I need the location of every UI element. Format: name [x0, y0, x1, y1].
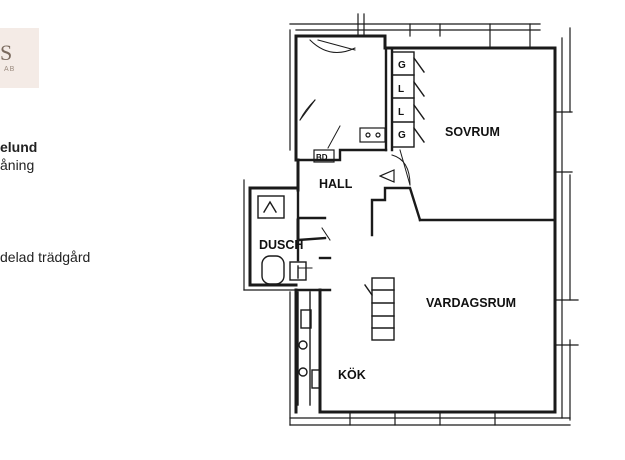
bench-label: BD: [316, 153, 328, 162]
info-floor: åning: [0, 157, 35, 173]
room-label-dusch: DUSCH: [259, 238, 303, 252]
kitchen-counter: [297, 291, 321, 406]
logo-background: [0, 28, 39, 88]
window-marks: [349, 23, 579, 426]
room-label-kok: KÖK: [338, 367, 366, 382]
door-swings: [297, 39, 411, 269]
room-label-hall: HALL: [319, 177, 353, 191]
shower-fixtures: [257, 195, 307, 285]
kitchen-bench: [364, 277, 395, 341]
room-label-vardagsrum: VARDAGSRUM: [426, 296, 516, 310]
wardrobe-label-3: L: [398, 107, 404, 118]
wardrobe-label-2: L: [398, 84, 404, 95]
logo-mark: S: [0, 40, 13, 65]
info-garden: delad trädgård: [0, 249, 91, 265]
wardrobe-label-4: G: [398, 130, 406, 141]
hall-fixtures: [313, 127, 395, 183]
wardrobe-label-1: G: [398, 60, 406, 71]
logo-subtext: AB: [4, 66, 16, 73]
room-label-sovrum: SOVRUM: [445, 125, 500, 139]
outer-wall-lines: [243, 23, 571, 426]
info-address: elund: [0, 139, 38, 155]
wardrobe: [391, 51, 425, 148]
entrance-marks: [357, 13, 365, 37]
interior-walls: [294, 46, 557, 292]
